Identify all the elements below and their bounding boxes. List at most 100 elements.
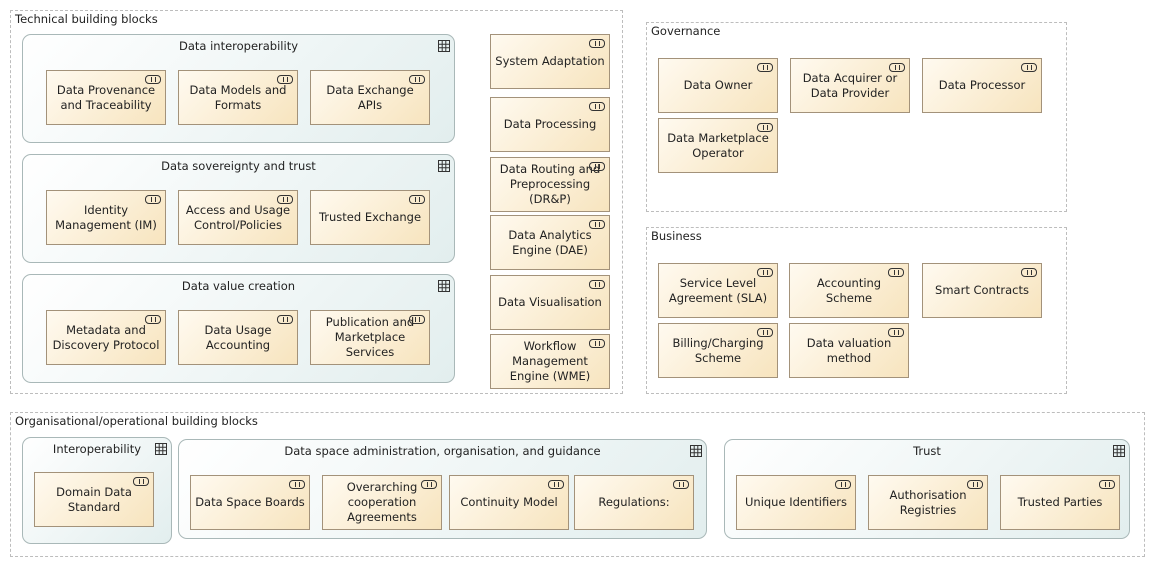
application-service-icon [409, 75, 425, 84]
service-label: Data valuation method [806, 335, 892, 365]
application-service-icon [145, 195, 161, 204]
group-label: Business [651, 229, 702, 243]
service-billing-charging[interactable]: Billing/Charging Scheme [658, 323, 778, 378]
service-label: Overarching cooperation Agreements [346, 480, 418, 524]
group-label: Organisational/operational building bloc… [15, 414, 258, 428]
governance-group: Governance [646, 22, 1067, 212]
service-data-provenance[interactable]: Data Provenance and Traceability [46, 70, 166, 125]
service-accounting-scheme[interactable]: Accounting Scheme [789, 263, 909, 318]
service-data-valuation[interactable]: Data valuation method [789, 323, 909, 378]
service-data-acquirer[interactable]: Data Acquirer or Data Provider [790, 58, 910, 113]
service-data-processing[interactable]: Data Processing [490, 97, 610, 152]
grid-icon [438, 40, 450, 52]
service-label: Workflow Management Engine (WME) [509, 339, 591, 383]
service-label: Data Usage Accounting [204, 322, 272, 352]
service-label: System Adaptation [495, 54, 605, 68]
application-service-icon [967, 480, 983, 489]
service-label: Regulations: [598, 495, 670, 509]
service-data-analytics[interactable]: Data Analytics Engine (DAE) [490, 215, 610, 270]
service-label: Metadata and Discovery Protocol [52, 322, 160, 352]
service-data-processor[interactable]: Data Processor [922, 58, 1042, 113]
service-label: Data Visualisation [498, 295, 602, 309]
service-smart-contracts[interactable]: Smart Contracts [922, 263, 1042, 318]
service-data-models[interactable]: Data Models and Formats [178, 70, 298, 125]
service-label: Data Owner [683, 78, 753, 92]
group-label: Technical building blocks [15, 12, 158, 26]
application-service-icon [589, 280, 605, 289]
application-service-icon [589, 220, 605, 229]
service-label: Data Exchange APIs [326, 82, 414, 112]
application-service-icon [409, 195, 425, 204]
cluster-title: Interoperability [52, 442, 142, 456]
service-label: Domain Data Standard [56, 484, 132, 514]
service-sla[interactable]: Service Level Agreement (SLA) [658, 263, 778, 318]
application-service-icon [409, 315, 425, 324]
service-workflow-management[interactable]: Workflow Management Engine (WME) [490, 334, 610, 389]
service-label: Billing/Charging Scheme [672, 335, 764, 365]
application-service-icon [889, 63, 905, 72]
application-service-icon [589, 39, 605, 48]
service-label: Trusted Parties [1017, 495, 1103, 509]
grid-icon [155, 443, 167, 455]
service-data-usage-accounting[interactable]: Data Usage Accounting [178, 310, 298, 365]
group-label: Governance [651, 24, 721, 38]
service-label: Publication and Marketplace Services [325, 315, 415, 359]
service-authorisation-registries[interactable]: Authorisation Registries [868, 475, 988, 530]
application-service-icon [757, 268, 773, 277]
service-system-adaptation[interactable]: System Adaptation [490, 34, 610, 89]
service-identity-management[interactable]: Identity Management (IM) [46, 190, 166, 245]
grid-icon [690, 445, 702, 457]
service-unique-identifiers[interactable]: Unique Identifiers [736, 475, 856, 530]
service-access-usage-control[interactable]: Access and Usage Control/Policies [178, 190, 298, 245]
service-data-routing[interactable]: Data Routing and Preprocessing (DR&P) [490, 157, 610, 212]
application-service-icon [277, 75, 293, 84]
application-service-icon [888, 268, 904, 277]
service-publication-marketplace[interactable]: Publication and Marketplace Services [310, 310, 430, 365]
service-label: Trusted Exchange [318, 210, 422, 224]
service-label: Data Processor [938, 78, 1026, 92]
service-label: Smart Contracts [935, 283, 1029, 297]
service-label: Data Models and Formats [189, 82, 287, 112]
technical-building-blocks-group: Technical building blocks [10, 10, 623, 394]
cluster-title: Data value creation [181, 279, 296, 293]
application-service-icon [1021, 268, 1037, 277]
service-label: Accounting Scheme [816, 275, 882, 305]
cluster-title: Data interoperability [178, 39, 299, 53]
application-service-icon [277, 195, 293, 204]
application-service-icon [1021, 63, 1037, 72]
service-label: Continuity Model [460, 495, 558, 509]
service-label: Authorisation Registries [889, 487, 967, 517]
application-service-icon [548, 480, 564, 489]
application-service-icon [145, 315, 161, 324]
application-service-icon [277, 315, 293, 324]
service-label: Access and Usage Control/Policies [185, 202, 291, 232]
service-label: Service Level Agreement (SLA) [668, 275, 768, 305]
cluster-title: Data space administration, organisation,… [284, 444, 601, 458]
service-label: Data Marketplace Operator [667, 130, 769, 160]
organisational-building-blocks-group: Organisational/operational building bloc… [10, 412, 1145, 557]
service-trusted-parties[interactable]: Trusted Parties [1000, 475, 1120, 530]
application-service-icon [145, 75, 161, 84]
service-cooperation-agreements[interactable]: Overarching cooperation Agreements [322, 475, 442, 530]
application-service-icon [589, 162, 605, 171]
service-metadata-discovery[interactable]: Metadata and Discovery Protocol [46, 310, 166, 365]
application-service-icon [673, 480, 689, 489]
service-label: Unique Identifiers [744, 495, 848, 509]
service-continuity-model[interactable]: Continuity Model [449, 475, 569, 530]
service-label: Data Space Boards [195, 495, 305, 509]
service-label: Data Acquirer or Data Provider [802, 70, 898, 100]
cluster-title: Data sovereignty and trust [161, 159, 316, 173]
application-service-icon [757, 328, 773, 337]
service-data-space-boards[interactable]: Data Space Boards [190, 475, 310, 530]
service-data-visualisation[interactable]: Data Visualisation [490, 275, 610, 330]
service-trusted-exchange[interactable]: Trusted Exchange [310, 190, 430, 245]
service-data-exchange-apis[interactable]: Data Exchange APIs [310, 70, 430, 125]
service-domain-data-standard[interactable]: Domain Data Standard [34, 472, 154, 527]
service-data-owner[interactable]: Data Owner [658, 58, 778, 113]
application-service-icon [289, 480, 305, 489]
grid-icon [438, 280, 450, 292]
service-label: Data Routing and Preprocessing (DR&P) [499, 162, 601, 206]
service-marketplace-operator[interactable]: Data Marketplace Operator [658, 118, 778, 173]
application-service-icon [888, 328, 904, 337]
service-regulations[interactable]: Regulations: [574, 475, 694, 530]
